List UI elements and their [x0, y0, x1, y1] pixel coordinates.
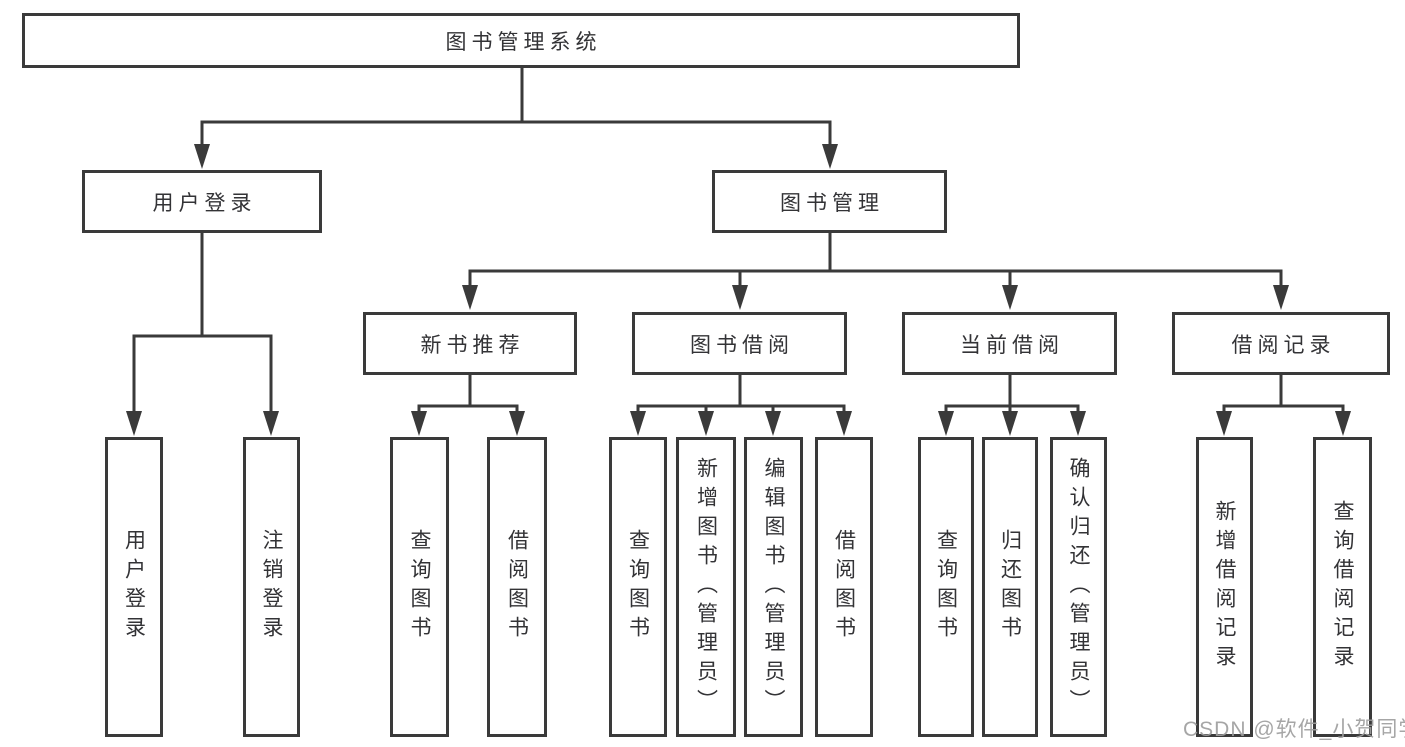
- connector-current-borrow-children: [938, 375, 1086, 436]
- node-leaf-query-borrow-record-label: 查询借阅记录: [1331, 500, 1354, 674]
- node-leaf-borrow-books-2-label: 借阅图书: [832, 529, 856, 645]
- connector-borrow-records-children: [1216, 375, 1351, 436]
- node-leaf-query-books-3-label: 查询图书: [934, 529, 958, 645]
- connector-new-books-children: [411, 375, 525, 436]
- node-leaf-borrow-books-1-label: 借阅图书: [505, 529, 529, 645]
- node-leaf-add-borrow-record: 新增借阅记录: [1196, 437, 1253, 737]
- node-current-borrow-label: 当前借阅: [960, 333, 1064, 357]
- node-leaf-add-books-admin-label: 新增图书（管理员）: [694, 456, 718, 718]
- node-leaf-return-books: 归还图书: [982, 437, 1038, 737]
- node-leaf-borrow-books-2: 借阅图书: [815, 437, 873, 737]
- node-current-borrow: 当前借阅: [902, 312, 1117, 375]
- node-library-management-system-label: 图书管理系统: [445, 30, 602, 54]
- node-leaf-query-books-2: 查询图书: [609, 437, 667, 737]
- node-new-book-recommend-label: 新书推荐: [420, 333, 525, 357]
- node-leaf-edit-books-admin: 编辑图书（管理员）: [744, 437, 803, 737]
- node-book-borrow: 图书借阅: [632, 312, 847, 375]
- node-borrow-records-label: 借阅记录: [1231, 333, 1336, 357]
- node-leaf-query-books-3: 查询图书: [918, 437, 974, 737]
- connector-root-to-level2: [194, 68, 838, 169]
- node-leaf-add-books-admin: 新增图书（管理员）: [676, 437, 736, 737]
- node-leaf-logout: 注销登录: [243, 437, 300, 737]
- node-leaf-query-books-1-label: 查询图书: [408, 529, 431, 645]
- node-book-management-label: 图书管理: [780, 191, 884, 215]
- node-book-borrow-label: 图书借阅: [690, 333, 794, 357]
- node-user-login: 用户登录: [82, 170, 322, 233]
- node-leaf-user-login-label: 用户登录: [122, 529, 146, 645]
- node-library-management-system: 图书管理系统: [22, 13, 1020, 68]
- node-leaf-add-borrow-record-label: 新增借阅记录: [1213, 500, 1236, 674]
- connector-book-management-children: [462, 233, 1289, 310]
- node-leaf-query-books-2-label: 查询图书: [626, 529, 650, 645]
- node-leaf-confirm-return-admin: 确认归还（管理员）: [1050, 437, 1107, 737]
- node-leaf-edit-books-admin-label: 编辑图书（管理员）: [762, 456, 785, 718]
- csdn-watermark: CSDN @软件_小贺同学: [1183, 718, 1405, 741]
- node-borrow-records: 借阅记录: [1172, 312, 1390, 375]
- node-user-login-label: 用户登录: [152, 191, 257, 215]
- node-leaf-confirm-return-admin-label: 确认归还（管理员）: [1067, 456, 1090, 718]
- node-new-book-recommend: 新书推荐: [363, 312, 577, 375]
- node-leaf-query-borrow-record: 查询借阅记录: [1313, 437, 1372, 737]
- node-leaf-user-login: 用户登录: [105, 437, 163, 737]
- node-leaf-return-books-label: 归还图书: [998, 529, 1022, 645]
- node-book-management: 图书管理: [712, 170, 947, 233]
- node-leaf-query-books-1: 查询图书: [390, 437, 449, 737]
- node-leaf-logout-label: 注销登录: [260, 529, 283, 645]
- node-leaf-borrow-books-1: 借阅图书: [487, 437, 547, 737]
- connector-user-login-children: [126, 233, 279, 436]
- connector-book-borrow-children: [630, 375, 852, 436]
